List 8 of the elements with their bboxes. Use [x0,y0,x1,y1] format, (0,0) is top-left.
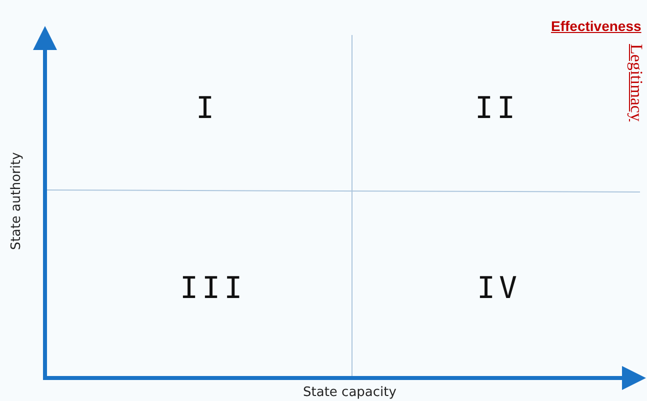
axis-title: State capacity [303,386,396,399]
link-text: Effectiveness [551,19,642,33]
link-text: Legitimacy [628,44,645,122]
axis-title: State authority [10,152,23,250]
quadrant-numeral: III [180,274,246,304]
quadrant-numeral: II [475,94,520,124]
quadrant-numeral: IV [477,274,522,304]
quadrant-numeral: I [196,94,218,124]
